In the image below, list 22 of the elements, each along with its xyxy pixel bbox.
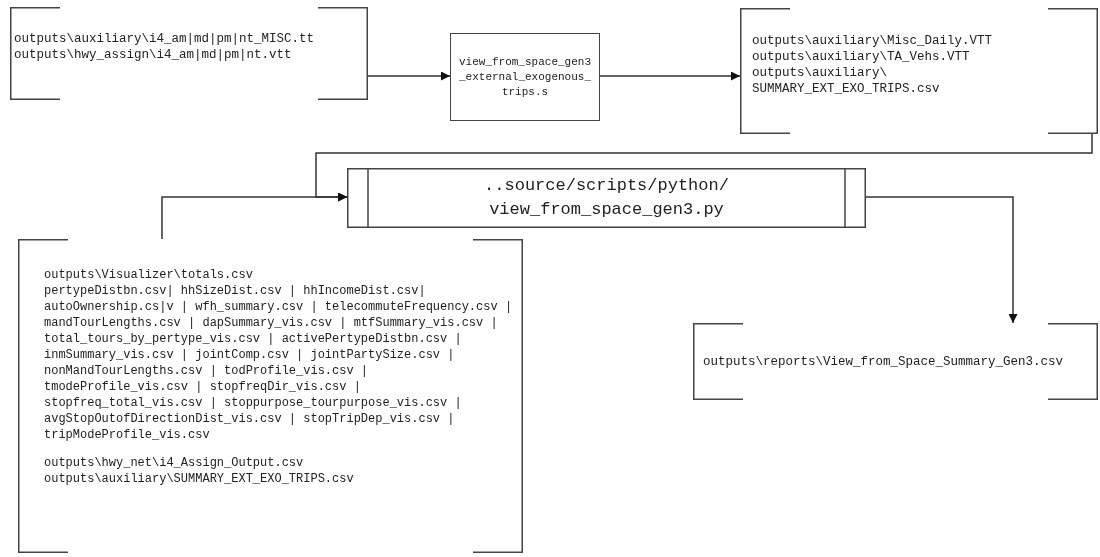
file-path: outputs\auxiliary\ SUMMARY_EXT_EXO_TRIPS.csv	[752, 65, 941, 97]
file-path: outputs\auxiliary\Misc_Daily.VTT	[752, 33, 994, 49]
input-file-list	[18, 239, 523, 553]
file-path: outputs\auxiliary\TA_Vehs.VTT	[752, 49, 971, 65]
file-path: outputs\hwy_assign\i4_am|md|pm|nt.vtt	[14, 46, 293, 63]
file-path: outputs\Visualizer\totals.csv	[44, 267, 254, 283]
file-path: outputs\auxiliary\SUMMARY_EXT_EXO_TRIPS.csv	[44, 471, 355, 487]
input-file-list	[10, 7, 368, 100]
predefined-process-box	[347, 168, 866, 228]
arrow	[599, 71, 741, 81]
file-path: outputs\auxiliary\i4_am|md|pm|nt_MISC.tt	[14, 30, 316, 47]
script-box	[450, 33, 600, 121]
file-path: outputs\reports\View_from_Space_Summary_Gen3.csv	[703, 353, 1065, 370]
arrow	[367, 71, 451, 81]
file-path: ..source/scripts/python/ view_from_space_gen3.py	[483, 175, 730, 221]
file-path: view_from_space_gen3_external_exogenous_trips.s	[458, 54, 592, 100]
output-file-list	[693, 323, 1098, 400]
arrow	[865, 196, 1018, 324]
output-file-list	[740, 8, 1098, 134]
file-path: pertypeDistbn.csv| hhSizeDist.csv | hhIncomeDist.csv| autoOwnership.cs|v | wfh_summary.csv | telecommuteFrequency.csv | mandTourLengths.csv | dapSummary_vis.csv | mtfSummary_vis.csv | total_tours_by_pertype_vis.csv | activePertypeDistbn.csv | inmSummary_vis.csv | jointComp.csv | jointPartySize.csv | nonMandTourLengths.csv | todProfile_vis.csv | tmodeProfile_vis.csv | stopfreqDir_vis.csv | stopfreq_total_vis.csv | stoppurpose_tourpurpose_vis.csv | avgStopOutofDirectionDist_vis.csv | stopTripDep_vis.csv | tripModeProfile_vis.csv	[44, 283, 513, 443]
arrow	[161, 192, 348, 240]
file-path: outputs\hwy_net\i4_Assign_Output.csv	[44, 455, 305, 471]
